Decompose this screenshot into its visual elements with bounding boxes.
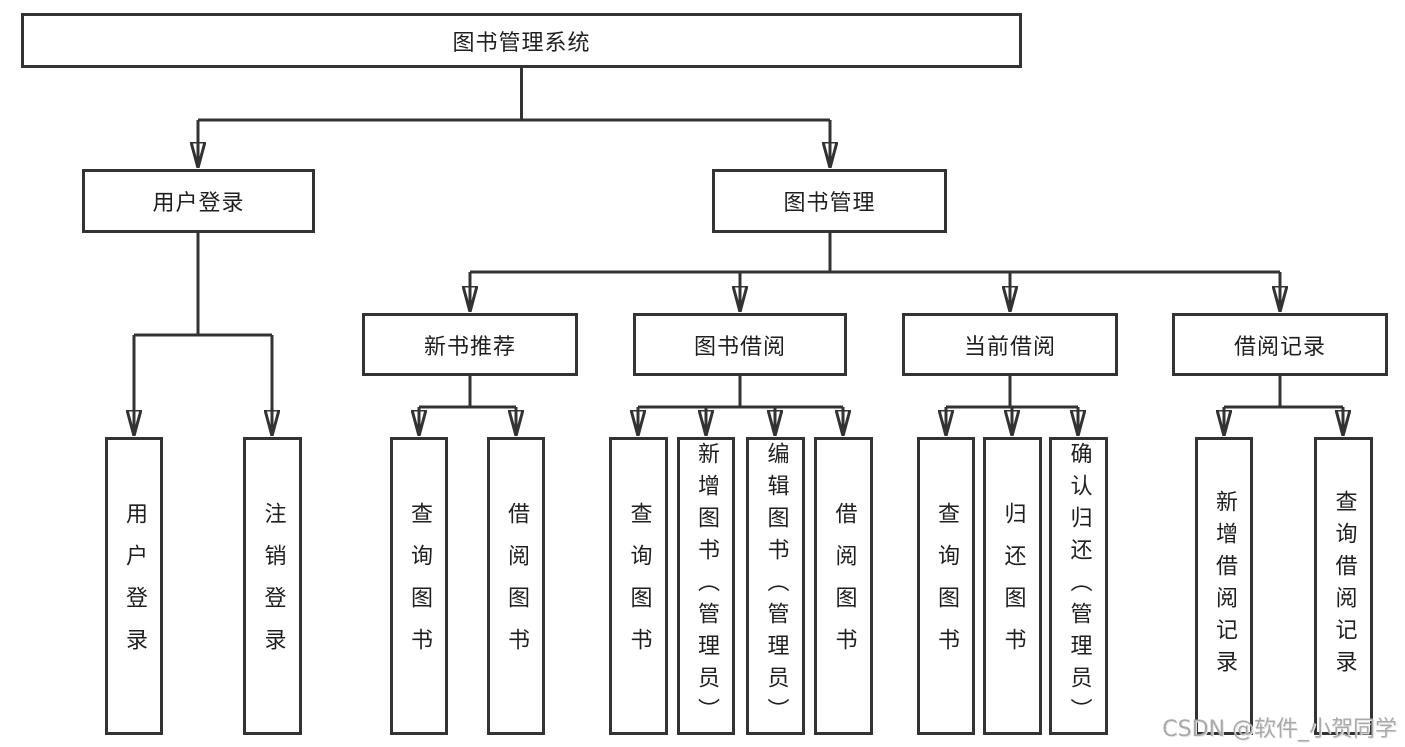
leaf-query-book-borrowing-label: 查询图书 [626,502,652,670]
node-borrowing-records-label: 借阅记录 [1233,334,1326,360]
leaf-add-book-admin-label: 新增图书（管理员） [694,442,719,730]
leaf-query-borrow-record: 查询借阅记录 [1314,437,1373,735]
leaf-logout-login: 注销登录 [243,437,302,735]
leaf-borrow-book-recommend-label: 借阅图书 [504,502,529,670]
node-book-borrowing-label: 图书借阅 [693,334,786,360]
leaf-add-book-admin: 新增图书（管理员） [677,437,735,735]
leaf-query-book-current: 查询图书 [917,437,975,735]
leaf-confirm-return-admin-label: 确认归还（管理员） [1066,442,1092,730]
leaf-return-book: 归还图书 [983,437,1042,735]
leaf-user-login: 用户登录 [105,437,163,735]
leaf-borrow-book-recommend: 借阅图书 [487,437,545,735]
node-book-management-label: 图书管理 [783,191,876,216]
node-user-login: 用户登录 [82,169,315,233]
node-book-borrowing: 图书借阅 [633,313,847,376]
node-book-management: 图书管理 [712,169,947,233]
leaf-edit-book-admin-label: 编辑图书（管理员） [763,442,789,730]
leaf-add-borrow-record: 新增借阅记录 [1195,437,1253,735]
leaf-query-book-recommend: 查询图书 [390,437,448,735]
leaf-return-book-label: 归还图书 [1000,502,1026,670]
leaf-query-book-recommend-label: 查询图书 [407,502,432,670]
node-user-login-label: 用户登录 [152,191,245,216]
leaf-query-book-current-label: 查询图书 [934,502,959,670]
leaf-borrow-book: 借阅图书 [814,437,873,735]
leaf-query-borrow-record-label: 查询借阅记录 [1331,490,1357,682]
node-current-borrowing: 当前借阅 [902,313,1118,376]
connector-trunks [134,68,1343,409]
node-library-system: 图书管理系统 [21,13,1022,68]
leaf-borrow-book-label: 借阅图书 [831,502,857,670]
leaf-user-login-label: 用户登录 [122,502,147,670]
leaf-logout-login-label: 注销登录 [260,502,286,670]
node-new-book-recommendation: 新书推荐 [362,313,578,376]
node-current-borrowing-label: 当前借阅 [963,334,1056,360]
node-library-system-label: 图书管理系统 [452,30,591,56]
leaf-confirm-return-admin: 确认归还（管理员） [1049,437,1108,735]
leaf-query-book-borrowing: 查询图书 [609,437,668,735]
node-borrowing-records: 借阅记录 [1172,313,1388,376]
leaf-add-borrow-record-label: 新增借阅记录 [1212,490,1237,682]
leaf-edit-book-admin: 编辑图书（管理员） [746,437,805,735]
node-new-book-recommendation-label: 新书推荐 [423,334,516,360]
